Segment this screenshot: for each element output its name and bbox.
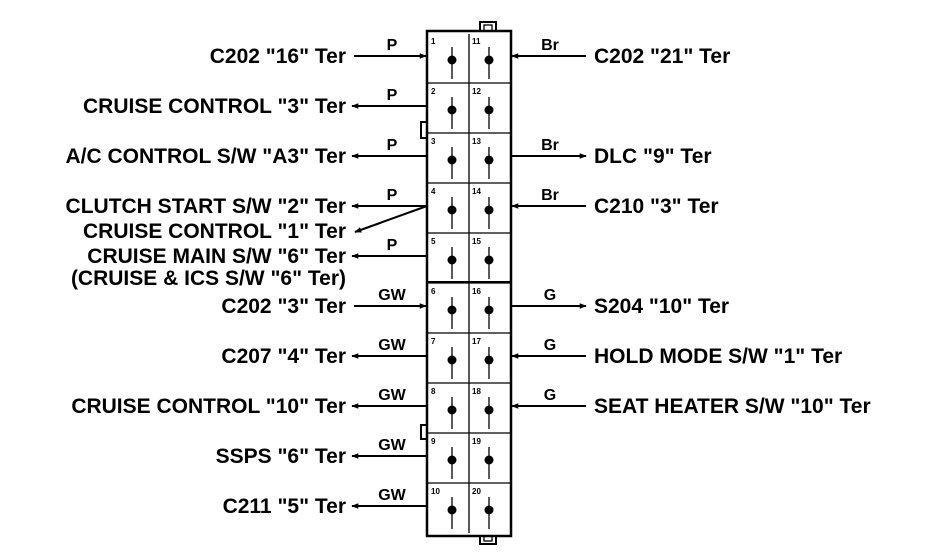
pin-number: 1 [431,37,436,46]
pin-terminal [484,355,494,365]
pin-number: 13 [472,137,481,146]
terminal-label: HOLD MODE S/W "1" Ter [594,345,842,368]
pin-number: 4 [431,187,436,196]
pin-terminal [484,305,494,315]
terminal-label: C202 "16" Ter [210,45,346,68]
terminal-label: DLC "9" Ter [594,145,712,168]
terminal-label: C202 "21" Ter [594,45,730,68]
terminal-label: C207 "4" Ter [221,345,346,368]
pin-number: 20 [472,487,481,496]
terminal-label: SEAT HEATER S/W "10" Ter [594,395,871,418]
pin-number: 11 [472,37,481,46]
pin-terminal [484,505,494,515]
pin-number: 8 [431,387,436,396]
terminal-label: CRUISE CONTROL "3" Ter [83,95,346,118]
wire-color-label: Br [541,187,559,204]
pin-number: 15 [472,237,481,246]
pin-terminal [484,155,494,165]
pin-number: 9 [431,437,436,446]
left-wire-branch-4 [354,205,428,233]
wire-color-label: G [544,387,556,404]
pin-number: 12 [472,87,481,96]
pin-terminal [447,55,457,65]
terminal-label: C202 "3" Ter [221,295,346,318]
pin-terminal [484,405,494,415]
pin-number: 10 [431,487,440,496]
pin-number: 7 [431,337,436,346]
pin-number: 3 [431,137,436,146]
terminal-label: CRUISE MAIN S/W "6" Ter [87,245,346,268]
pin-terminal [447,455,457,465]
terminal-label: SSPS "6" Ter [216,445,346,468]
pin-terminal [447,155,457,165]
wire-color-label: Br [541,137,559,154]
pin-terminal [484,455,494,465]
pin-terminal [447,105,457,115]
pin-number: 5 [431,237,436,246]
wire-color-label: G [544,287,556,304]
terminal-label: C211 "5" Ter [223,495,346,518]
pin-number: 18 [472,387,481,396]
pin-number: 17 [472,337,481,346]
terminal-label: CLUTCH START S/W "2" Ter [66,195,346,218]
terminal-label: A/C CONTROL S/W "A3" Ter [66,145,347,168]
pin-terminal [447,255,457,265]
terminal-label-note: (CRUISE & ICS S/W "6" Ter) [71,267,346,290]
pin-terminal [447,305,457,315]
wire-color-label: Br [541,37,559,54]
wire-color-label: P [387,87,398,104]
wire-color-label: P [387,237,398,254]
pin-terminal [484,205,494,215]
terminal-label: CRUISE CONTROL "1" Ter [83,220,346,243]
pin-terminal [484,55,494,65]
wire-lines [351,53,587,509]
pin-terminal [484,105,494,115]
pin-terminal [447,355,457,365]
pin-number: 16 [472,287,481,296]
terminal-label: CRUISE CONTROL "10" Ter [71,395,346,418]
wire-color-label: G [544,337,556,354]
pin-terminal [447,505,457,515]
pin-number: 14 [472,187,481,196]
wire-color-label: GW [378,487,406,504]
pin-terminal [447,205,457,215]
pin-number: 19 [472,437,481,446]
pin-terminal [447,405,457,415]
pin-number: 2 [431,87,436,96]
wire-color-label: GW [378,437,406,454]
terminal-label: S204 "10" Ter [594,295,729,318]
wire-color-label: P [387,37,398,54]
wire-color-label: GW [378,387,406,404]
pin-terminal [484,255,494,265]
wire-color-label: GW [378,287,406,304]
pin-number: 6 [431,287,436,296]
wire-color-label: P [387,137,398,154]
wire-color-label: P [387,187,398,204]
wire-color-label: GW [378,337,406,354]
terminal-label: C210 "3" Ter [594,195,719,218]
